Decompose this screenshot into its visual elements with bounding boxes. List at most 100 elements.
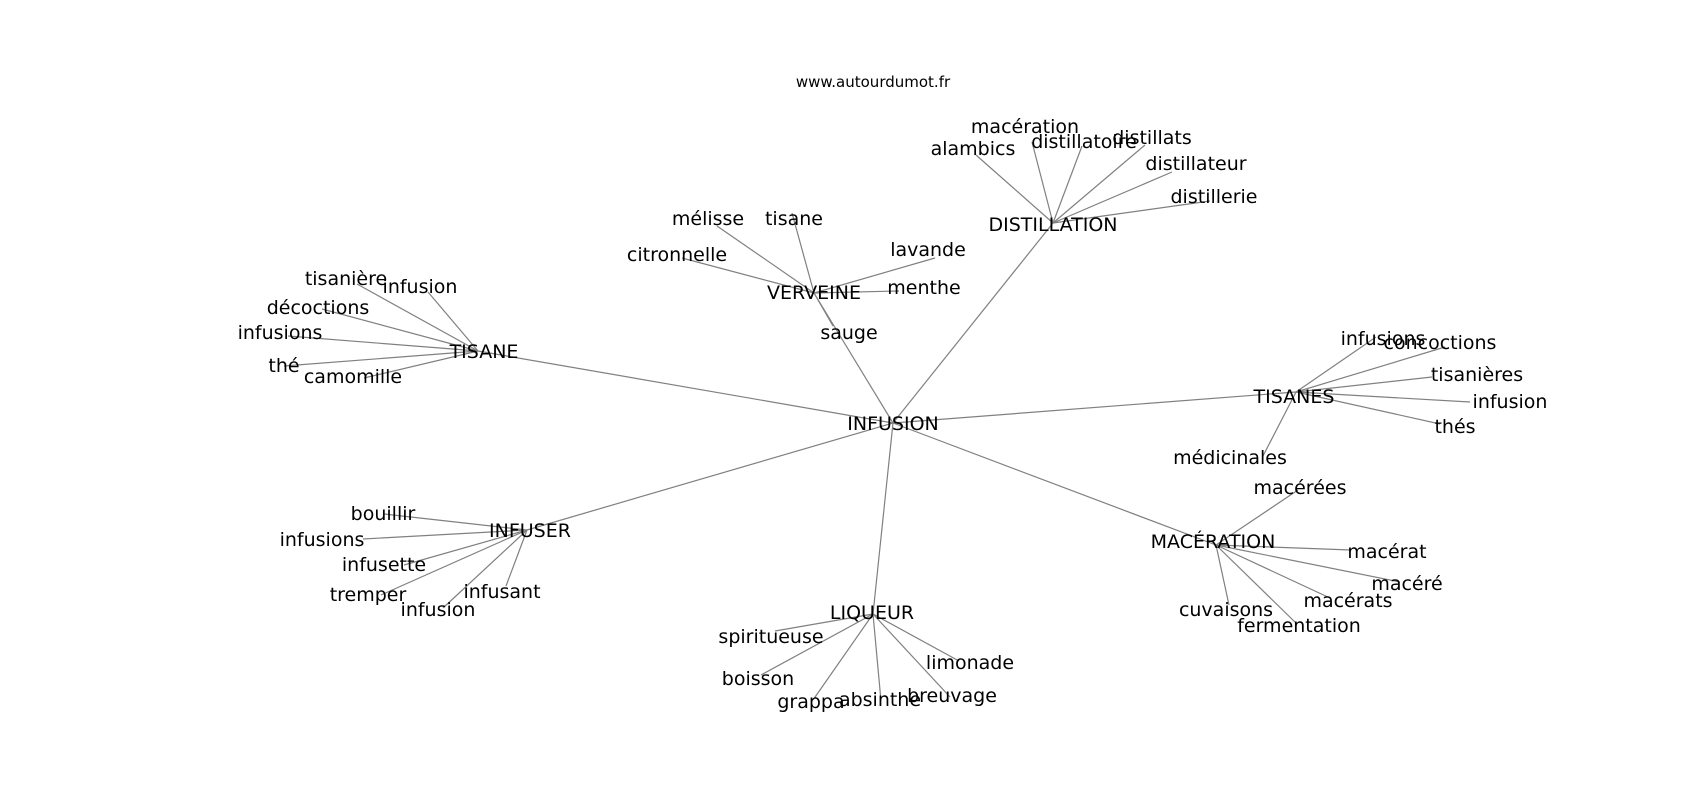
word-node: bouillir <box>351 503 416 525</box>
edge-hub1-word5 <box>813 292 834 327</box>
edge-center-3 <box>892 391 1297 424</box>
edge-hub4-word2 <box>1215 544 1401 583</box>
edge-hub4-word5 <box>1215 544 1298 625</box>
word-node: infusion <box>1473 391 1548 413</box>
word-node: citronnelle <box>627 244 727 266</box>
edge-hub1-word2 <box>681 257 815 294</box>
edge-hub1-word1 <box>791 212 815 294</box>
edge-hub4-word1 <box>1215 544 1352 551</box>
edge-hub6-word0 <box>383 513 528 531</box>
edge-center-2 <box>892 222 1054 424</box>
edge-hub0-word4 <box>283 350 479 367</box>
word-node: infusion <box>383 276 458 298</box>
edge-hub2-word0 <box>1031 141 1054 224</box>
edge-hub6-word2 <box>403 529 528 566</box>
edge-hub0-word1 <box>427 291 479 352</box>
edge-hub2-word2 <box>1052 145 1083 224</box>
edge-hub1-word0 <box>716 225 815 294</box>
edge-hub0-word2 <box>321 308 479 352</box>
word-node: breuvage <box>907 685 997 707</box>
edge-hub3-word3 <box>1295 391 1471 403</box>
hub-node: INFUSER <box>489 520 571 542</box>
edge-hub5-word0 <box>774 613 874 632</box>
word-node: macéré <box>1371 573 1442 595</box>
word-node: tisane <box>765 208 823 230</box>
word-node: spiritueuse <box>718 626 823 648</box>
edge-hub6-word3 <box>380 529 528 596</box>
word-node: distillerie <box>1171 186 1258 208</box>
edge-hub0-word5 <box>363 350 479 379</box>
word-node: infusions <box>238 322 323 344</box>
edge-hub6-word4 <box>442 529 528 609</box>
word-node: thé <box>268 355 299 377</box>
word-node: fermentation <box>1237 615 1361 637</box>
hub-node: TISANES <box>1253 386 1335 408</box>
word-node: absinthe <box>839 689 921 711</box>
edge-hub0-word3 <box>287 335 479 352</box>
edge-center-0 <box>477 350 894 424</box>
word-node: grappa <box>777 691 844 713</box>
edge-center-5 <box>872 422 894 615</box>
word-node: mélisse <box>672 208 744 230</box>
edge-hub4-word4 <box>1215 544 1230 606</box>
word-node: macération <box>971 116 1079 138</box>
word-node: limonade <box>926 652 1014 674</box>
word-node: infusions <box>280 529 365 551</box>
hub-node: DISTILLATION <box>988 214 1117 236</box>
word-node: menthe <box>887 277 960 299</box>
edge-hub3-word4 <box>1295 391 1441 425</box>
edge-hub5-word5 <box>872 613 960 662</box>
word-node: infusette <box>342 554 426 576</box>
edge-hub6-word1 <box>362 529 528 540</box>
word-node: infusant <box>463 581 540 603</box>
edge-hub1-word3 <box>813 257 936 294</box>
edge-hub2-word5 <box>1052 200 1211 224</box>
edge-center-4 <box>892 422 1217 546</box>
word-node: macérats <box>1303 590 1392 612</box>
edge-hub3-word2 <box>1295 376 1433 393</box>
word-node: infusions <box>1341 328 1426 350</box>
word-node: sauge <box>820 322 877 344</box>
edge-hub3-word5 <box>1262 391 1297 457</box>
edge-hub3-word1 <box>1295 346 1446 393</box>
word-node: macérées <box>1254 477 1347 499</box>
hub-node: MACÉRATION <box>1151 530 1276 553</box>
word-node: alambics <box>931 138 1016 160</box>
word-node: distillatoire <box>1031 131 1137 153</box>
edge-hub2-word1 <box>975 154 1054 224</box>
labels-layer: www.autourdumot.fr INFUSION TISANE tisaniè… <box>238 73 1548 713</box>
word-node: tisanière <box>305 268 387 290</box>
word-node: tremper <box>330 584 407 606</box>
word-node: cuvaisons <box>1179 599 1273 621</box>
word-node: décoctions <box>267 297 370 319</box>
word-node: médicinales <box>1173 447 1287 469</box>
hub-node: VERVEINE <box>767 282 861 304</box>
word-node: boisson <box>722 668 794 690</box>
edge-hub4-word0 <box>1215 489 1299 546</box>
edge-center-6 <box>526 422 894 531</box>
source-label: www.autourdumot.fr <box>796 73 951 91</box>
edges-layer <box>283 141 1471 702</box>
word-node: concoctions <box>1384 332 1497 354</box>
edge-hub6-word5 <box>505 529 528 587</box>
edge-hub5-word2 <box>812 613 874 701</box>
hub-node: LIQUEUR <box>830 602 914 624</box>
edge-hub2-word3 <box>1052 144 1146 224</box>
edge-hub5-word4 <box>872 613 951 698</box>
word-node: lavande <box>890 239 966 261</box>
edge-hub5-word3 <box>872 613 882 702</box>
center-node: INFUSION <box>847 413 938 435</box>
word-node: infusion <box>401 599 476 621</box>
hub-node: TISANE <box>449 341 519 363</box>
edge-hub0-word0 <box>356 283 479 352</box>
word-node: tisanières <box>1431 364 1523 386</box>
word-node: macérat <box>1347 541 1426 563</box>
edge-hub2-word4 <box>1052 171 1173 224</box>
word-node: camomille <box>304 366 402 388</box>
edge-hub5-word1 <box>760 613 874 676</box>
edge-hub3-word0 <box>1295 336 1377 393</box>
edge-hub4-word3 <box>1215 544 1331 599</box>
word-node: distillats <box>1112 127 1192 149</box>
edge-hub1-word4 <box>813 290 900 294</box>
